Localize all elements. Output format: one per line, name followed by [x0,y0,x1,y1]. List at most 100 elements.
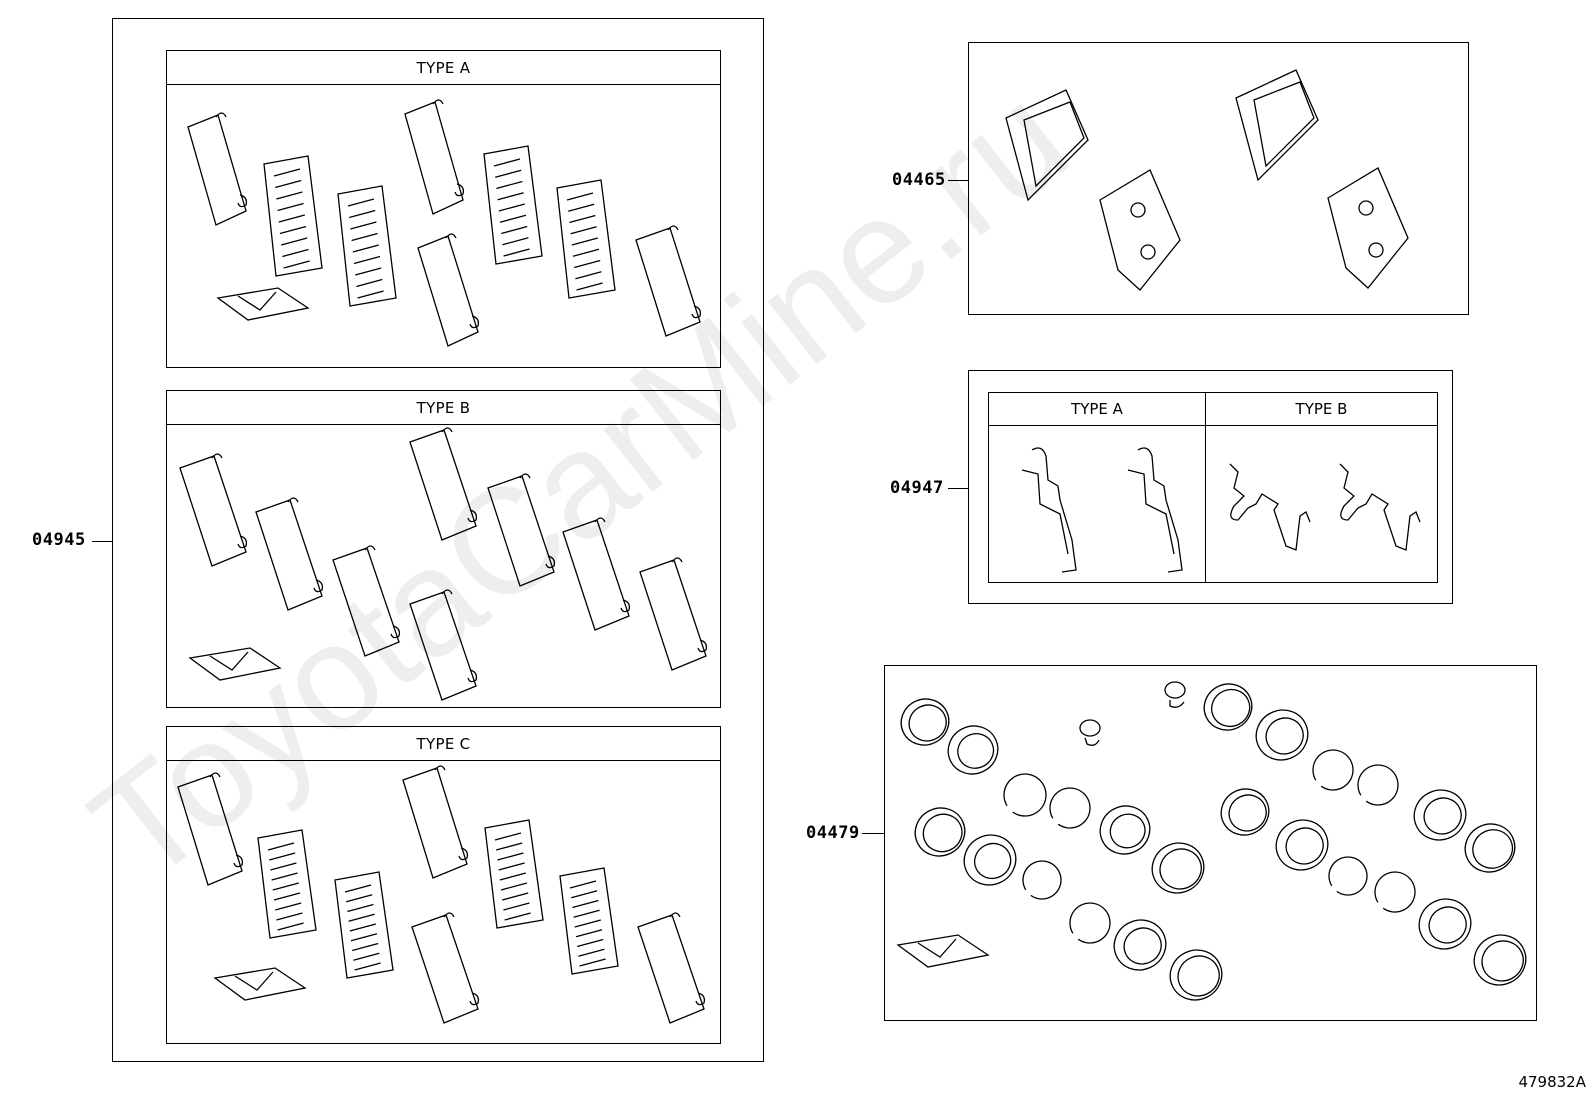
seal-ring-inner-icon [1481,940,1524,982]
leader-line-04947 [948,488,968,489]
shim-slot-icon [277,202,304,212]
part-number-04945[interactable]: 04945 [32,530,86,550]
pad-tab-icon [287,497,324,593]
pad-spring-clip-icon [1021,447,1077,573]
shim-slot-icon [275,179,302,189]
leader-line-04945 [92,541,112,542]
shim-slot-icon [271,872,298,881]
kit-04945-frame [112,18,764,1062]
part-number-04947[interactable]: 04947 [890,478,944,498]
seal-ring-inner-icon [1285,827,1324,865]
brake-pad-icon [1005,89,1089,202]
anti-squeal-shim-icon [484,819,544,929]
shim-slot-icon [344,884,372,893]
brake-pad-icon [409,429,477,541]
shim-slot-icon [497,852,524,861]
retaining-ring-icon [1069,902,1111,944]
brake-pad-icon [562,519,630,631]
wire-spring-icon [1339,463,1421,551]
pad-tab-icon [445,233,480,329]
seal-ring-inner-icon [1210,688,1251,728]
shim-hole-icon [1358,200,1374,216]
shim-slot-icon [277,922,304,931]
shim-slot-icon [275,902,302,911]
shim-slot-icon [350,221,377,230]
pad-tab-icon [209,772,244,868]
seal-ring-icon [1151,842,1205,894]
shim-slot-icon [572,248,600,257]
shim-slot-icon [566,192,594,201]
seal-ring-inner-icon [1109,813,1146,849]
shim-slot-icon [501,225,528,235]
shim-slot-icon [502,237,529,246]
shim-slot-icon [498,862,525,871]
shim-slot-icon [347,198,375,207]
seal-ring-icon [1203,683,1253,731]
retaining-ring-icon [1049,787,1091,829]
wire-spring-icon [1229,463,1311,551]
seal-ring-icon [1464,823,1516,873]
pad-tab-icon [594,517,631,613]
type-a-header: TYPE A [167,51,720,85]
leader-line-04465 [948,180,968,181]
brake-pad-icon [409,591,477,701]
shim-slot-icon [494,832,522,841]
retaining-ring-icon [1312,749,1354,791]
brake-pad-icon [332,547,400,657]
shim-slot-icon [574,259,601,269]
brake-pad-icon [487,475,555,587]
seal-ring-inner-icon [973,842,1012,880]
shim-slot-icon [349,209,376,219]
pad-tab-icon [443,912,480,1006]
brake-pad-icon [179,455,247,567]
seal-ring-inner-icon [1423,797,1462,835]
pad-shim-plate-icon [1327,167,1409,289]
seal-ring-icon [1169,949,1223,1001]
shim-slot-icon [273,168,301,177]
shim-slot-icon [279,225,307,235]
seal-ring-inner-icon [1228,794,1267,832]
clips-inner-frame: TYPE A TYPE B [988,392,1438,583]
clip-type-a-header: TYPE A [989,393,1206,426]
shim-slot-icon [272,882,299,891]
shim-slot-icon [575,271,602,280]
seal-ring-icon [947,725,999,775]
shim-slot-icon [569,880,597,889]
shim-slot-icon [353,255,381,265]
shim-slot-icon [352,942,379,952]
seal-ring-inner-icon [922,813,963,853]
brake-pad-icon [411,914,479,1024]
shim-slot-icon [572,899,599,909]
pad-tab-icon [441,427,478,523]
shim-slot-icon [571,237,598,246]
clip-divider [1205,426,1206,582]
type-a-panel: TYPE A [166,50,721,368]
shim-slot-icon [270,862,297,871]
seal-ring-icon [914,807,966,857]
part-number-04479[interactable]: 04479 [806,823,860,843]
seal-ring-inner-icon [1159,848,1202,890]
shim-slot-icon [281,237,308,246]
anti-squeal-shim-icon [263,155,323,277]
pad-friction-face-icon [1023,101,1085,188]
seal-ring-icon [1255,709,1309,761]
anti-squeal-shim-icon [337,185,397,307]
shim-slot-icon [499,872,526,881]
retaining-ring-icon [1328,856,1368,896]
shim-slot-icon [347,903,374,913]
pad-tab-icon [671,557,708,653]
part-number-04465[interactable]: 04465 [892,170,946,190]
shim-slot-icon [568,203,595,212]
shim-slot-icon [579,958,606,967]
type-c-header: TYPE C [167,727,720,761]
pads-04465-frame [968,42,1469,315]
shim-slot-icon [503,248,530,257]
shim-slot-icon [496,842,523,851]
type-b-panel: TYPE B [166,390,721,708]
brake-pad-icon [639,559,707,671]
retaining-ring-icon [1022,860,1062,900]
seal-ring-inner-icon [1472,829,1514,869]
seal-ring-icon [1099,805,1151,855]
retaining-ring-icon [1374,871,1416,913]
shim-slot-icon [495,169,522,178]
